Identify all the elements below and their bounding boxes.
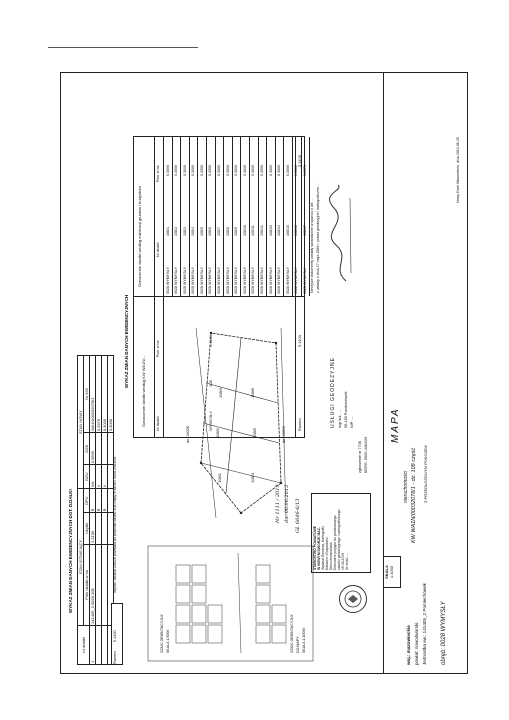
wypis-title: WYKAZ ZMIAN DANYCH EWIDENCYJNYCH DOT. DZ… <box>68 489 73 613</box>
map-subtitle-3: Z PRZEDŁOŻONYM POKOJEM <box>423 445 428 503</box>
szkic-sketch <box>147 545 314 662</box>
map-subtitle-1: nieruchomości <box>403 470 409 503</box>
jednostka: Jednostka ew.: 141405_2 Pomiechówek <box>422 583 427 665</box>
company-line3: 05-180 Pomiechówek <box>344 391 348 428</box>
company-nip: NIP: ... <box>350 416 354 428</box>
rotated-map-content: WYKAZ ZMIAN DANYCH EWIDENCYJNYCH DOT. DZ… <box>61 73 467 673</box>
corner-date: Nowy Dwór Mazowiecki, dnia 2013.06.25 <box>456 137 460 203</box>
starostwo-stamp: STAROSTWO POWIATOWE W NOWYM DWORZE MAZ. … <box>311 493 371 573</box>
szkic-label-4: DO MAPY <box>296 636 300 653</box>
map-subtitle-2: KW WA1N/00032078/1 - dz. 108 część <box>411 447 417 543</box>
obreb: obręb: 0028 WYMYSŁY <box>441 601 447 665</box>
parcel-label: 108/5 <box>252 427 257 438</box>
cert-line-1: Niniejsze dokumenty zostały sprawdzone w… <box>310 197 314 293</box>
skala-box: SKALA 1:1000 <box>383 556 401 588</box>
road-label: dz. 10008 <box>186 426 190 443</box>
document-sheet: WYKAZ ZMIAN DANYCH EWIDENCYJNYCH DOT. DZ… <box>60 72 468 674</box>
parcel-label: 108/1 <box>217 472 222 483</box>
wypis-razem: Razem 5.1100 <box>111 603 123 665</box>
szkic-label-3: SZKIC ORIENTACYJNY <box>290 613 294 653</box>
parcel-map <box>195 327 287 519</box>
kerg: KERG: 5500-4464/09 <box>364 436 368 473</box>
signature-scribble <box>329 184 352 282</box>
company-name: USŁUGI GEODEZYJNE <box>330 357 336 428</box>
wypis-table: Id działki STAN ISTNIEJĄCY STAN NOWY Pol… <box>77 355 114 665</box>
road-label-2: dz. 10003 <box>282 426 286 443</box>
wypis-h-id: Id działki <box>77 625 90 665</box>
szkic-label-2: SKALA 1:5000 <box>166 629 170 653</box>
parcel-label: 108/4 <box>250 472 255 483</box>
szkic-label-5: SKALA 1:10000 <box>302 627 306 653</box>
map-title: MAPA <box>390 407 401 443</box>
handwriting-3: GL 6646-6/13 <box>295 498 301 533</box>
top-rule <box>48 47 198 48</box>
wojewodztwo: woj.: mazowieckie <box>406 625 411 665</box>
round-seal <box>339 585 367 613</box>
zgloszenie: zgłoszenie nr 7706 <box>358 441 362 473</box>
parcel-label: 108/6 <box>250 387 255 398</box>
parcel-label: 108/3 <box>218 387 223 398</box>
company-line2: mgr inż. ... <box>338 410 342 428</box>
szkic-label-1: SZKIC ORIENTACYJNY <box>160 613 164 653</box>
podzial-title: WYKAZ ZMIAN DANYCH EWIDENCYJNYCH <box>124 294 129 388</box>
parcel-label: 108/2 <box>215 427 220 438</box>
wypis-footnote: Wykaz: działka 108/26 powstała po podzia… <box>113 456 117 593</box>
powiat: powiat: nowodworski <box>414 622 419 665</box>
cert-line-2: z ustawy z dnia 17 maja 1989 r. prawo ge… <box>316 183 320 293</box>
